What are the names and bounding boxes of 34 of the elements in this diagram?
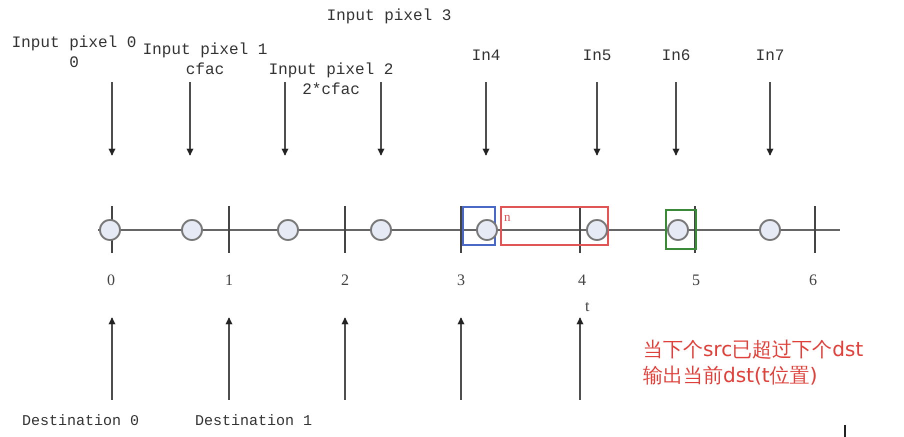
pixel-label: Input pixel 0 (10, 33, 138, 53)
highlight-frame (462, 206, 496, 246)
pixel-label: Input pixel 2 (268, 60, 394, 80)
tick-number: 2 (341, 272, 349, 289)
sample-circle (586, 219, 608, 241)
sample-circle (181, 219, 203, 241)
sample-circle (759, 219, 781, 241)
pixel-label: In4 (470, 46, 502, 66)
position-label: 0 (68, 53, 80, 73)
tick-number: 5 (692, 272, 700, 289)
pixel-label: Input pixel 1 (142, 40, 268, 60)
tick-number: 3 (457, 272, 465, 289)
sample-circle (277, 219, 299, 241)
pixel-label: In5 (582, 46, 612, 66)
pixel-label: In7 (754, 46, 786, 66)
highlight-frame (500, 206, 609, 246)
position-label: cfac (184, 60, 226, 80)
highlight-frame (665, 209, 697, 250)
pixel-label: In6 (660, 46, 692, 66)
tick-number: 4 (578, 272, 586, 289)
position-label: 2*cfac (301, 80, 361, 100)
destination-label: Destination 1 (195, 413, 312, 430)
sample-circle (370, 219, 392, 241)
tick-number: 6 (809, 272, 817, 289)
tick-number: 1 (225, 272, 233, 289)
sample-circle (476, 219, 498, 241)
annotation-note: 当下个src已超过下个dst输出当前dst(t位置) (643, 336, 864, 388)
pixel-label: Input pixel 3 (326, 6, 452, 26)
marker-label: t (585, 298, 590, 316)
sample-circle (99, 219, 121, 241)
frame-label: n (504, 209, 510, 225)
sample-circle (667, 219, 689, 241)
destination-label: Destination 0 (22, 413, 140, 430)
tick-number: 0 (107, 272, 115, 289)
